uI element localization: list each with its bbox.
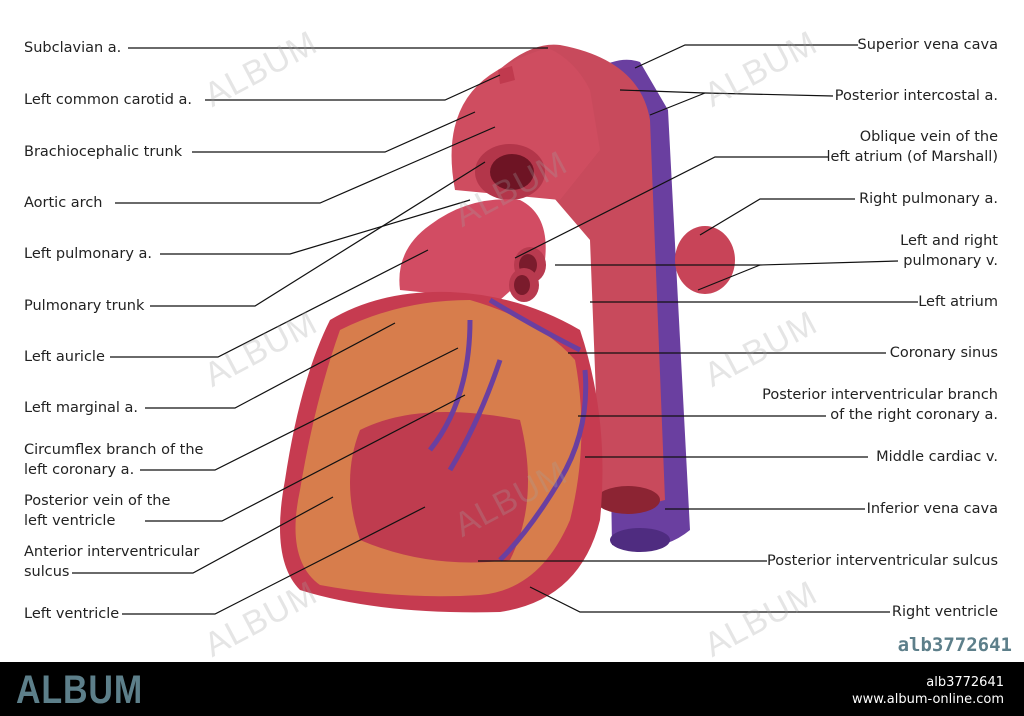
coronary-veins — [428, 297, 589, 562]
heart-illustration — [72, 44, 918, 615]
footer-info: alb3772641 www.album-online.com — [852, 674, 1004, 708]
footer-id: alb3772641 — [926, 675, 1004, 690]
label-aortic-arch: Aortic arch — [24, 195, 103, 211]
label-left-atrium: Left atrium — [918, 294, 998, 310]
pulmonary-trunk — [399, 199, 546, 300]
label-left-common-carotid: Left common carotid a. — [24, 92, 193, 108]
image-id: alb3772641 — [897, 634, 1012, 656]
label-superior-vena-cava: Superior vena cava — [857, 37, 998, 53]
label-brachiocephalic-trunk: Brachiocephalic trunk — [24, 144, 183, 160]
label-posterior-interventricular-branch: Posterior interventricular branch of the… — [762, 387, 998, 423]
aorta-column — [470, 44, 665, 505]
label-posterior-interventricular-sulcus: Posterior interventricular sulcus — [767, 553, 998, 569]
label-right-pulmonary-a: Right pulmonary a. — [859, 191, 998, 207]
label-posterior-intercostal-a: Posterior intercostal a. — [834, 88, 998, 104]
label-left-auricle: Left auricle — [24, 349, 105, 365]
label-oblique-vein: Oblique vein of the left atrium (of Mars… — [826, 129, 998, 165]
label-subclavian: Subclavian a. — [24, 40, 122, 56]
label-middle-cardiac-v: Middle cardiac v. — [876, 449, 998, 465]
label-inferior-vena-cava: Inferior vena cava — [866, 501, 998, 517]
label-pulmonary-veins: Left and right pulmonary v. — [900, 233, 998, 269]
label-pulmonary-trunk: Pulmonary trunk — [24, 298, 145, 314]
footer-bar: ALBUM alb3772641 www.album-online.com — [0, 662, 1024, 716]
label-anterior-interventricular-sulcus: Anterior interventricular sulcus — [24, 544, 200, 580]
label-left-ventricle: Left ventricle — [24, 606, 120, 622]
album-logo: ALBUM — [16, 668, 144, 712]
leader-lines — [72, 44, 918, 615]
footer-url[interactable]: www.album-online.com — [851, 692, 1004, 707]
label-circumflex-branch: Circumflex branch of the left coronary a… — [24, 442, 204, 478]
label-left-pulmonary-a: Left pulmonary a. — [24, 246, 153, 262]
label-coronary-sinus: Coronary sinus — [889, 345, 998, 361]
label-left-marginal-a: Left marginal a. — [24, 400, 139, 416]
label-posterior-vein: Posterior vein of the left ventricle — [24, 493, 171, 529]
label-right-ventricle: Right ventricle — [891, 604, 998, 620]
